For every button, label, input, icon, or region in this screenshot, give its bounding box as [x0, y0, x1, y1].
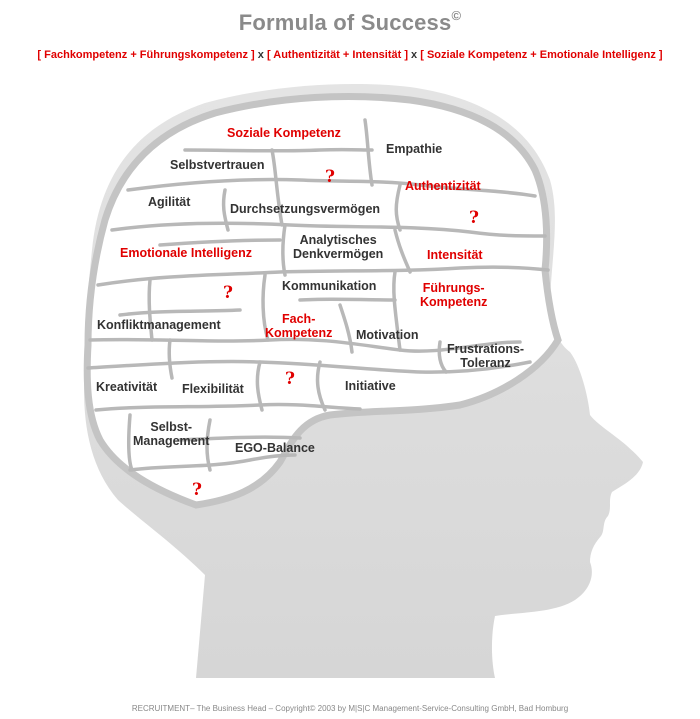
- region-agilitaet: Agilität: [148, 195, 191, 209]
- region-kommunikation: Kommunikation: [282, 279, 377, 293]
- frustrations-line-2: Toleranz: [460, 356, 511, 370]
- region-frustrations-toleranz: Frustrations- Toleranz: [447, 342, 524, 370]
- frustrations-line-1: Frustrations-: [447, 342, 525, 356]
- region-authentizitaet: Authentizität: [405, 179, 481, 193]
- analytisches-line-1: Analytisches: [299, 233, 377, 247]
- region-selbstvertrauen: Selbstvertrauen: [170, 158, 265, 172]
- region-emotionale-intelligenz: Emotionale Intelligenz: [120, 246, 252, 260]
- fuehrungs-line-2: Kompetenz: [420, 295, 488, 309]
- region-fuehrungs-kompetenz: Führungs- Kompetenz: [420, 281, 487, 309]
- question-mark: ?: [285, 369, 295, 389]
- region-empathie: Empathie: [386, 142, 443, 156]
- analytisches-line-2: Denkvermögen: [293, 247, 384, 261]
- selbst-line-1: Selbst-: [150, 420, 193, 434]
- formula-operator-2: x: [408, 49, 421, 61]
- question-mark: ?: [192, 480, 202, 500]
- fuehrungs-line-1: Führungs-: [422, 281, 485, 295]
- region-ego-balance: EGO-Balance: [235, 441, 315, 455]
- formula-group-2: [ Authentizität + Intensität ]: [266, 49, 408, 61]
- region-intensitaet: Intensität: [427, 248, 483, 262]
- region-initiative: Initiative: [345, 379, 396, 393]
- title-text: Formula of Success: [238, 10, 452, 35]
- question-mark: ?: [223, 283, 233, 303]
- region-analytisches-denkvermoegen: Analytisches Denkvermögen: [293, 233, 383, 261]
- formula-group-1: [ Fachkompetenz + Führungskompetenz ]: [37, 49, 255, 61]
- question-mark: ?: [469, 208, 479, 228]
- brain-gyri-lines: [86, 118, 550, 472]
- formula-operator-1: x: [254, 49, 267, 61]
- region-selbst-management: Selbst- Management: [133, 420, 209, 448]
- region-kreativitaet: Kreativität: [96, 380, 158, 394]
- copyright-footer: RECRUITMENT– The Business Head – Copyrig…: [131, 704, 569, 713]
- region-konfliktmanagement: Konfliktmanagement: [97, 318, 221, 332]
- region-motivation: Motivation: [356, 328, 419, 342]
- fach-line-1: Fach-: [282, 312, 316, 326]
- formula-group-3: [ Soziale Kompetenz + Emotionale Intelli…: [420, 49, 663, 61]
- fach-line-2: Kompetenz: [265, 326, 333, 340]
- region-soziale-kompetenz: Soziale Kompetenz: [227, 126, 341, 140]
- copyright-mark: ©: [451, 8, 462, 23]
- region-durchsetzungsvermoegen: Durchsetzungsvermögen: [230, 202, 381, 216]
- region-fach-kompetenz: Fach- Kompetenz: [265, 312, 332, 340]
- question-mark: ?: [325, 167, 335, 187]
- region-flexibilitaet: Flexibilität: [182, 382, 244, 396]
- success-formula: [ Fachkompetenz + Führungskompetenz ] x …: [0, 49, 700, 61]
- page-title: Formula of Success©: [0, 8, 700, 36]
- selbst-line-2: Management: [133, 434, 210, 448]
